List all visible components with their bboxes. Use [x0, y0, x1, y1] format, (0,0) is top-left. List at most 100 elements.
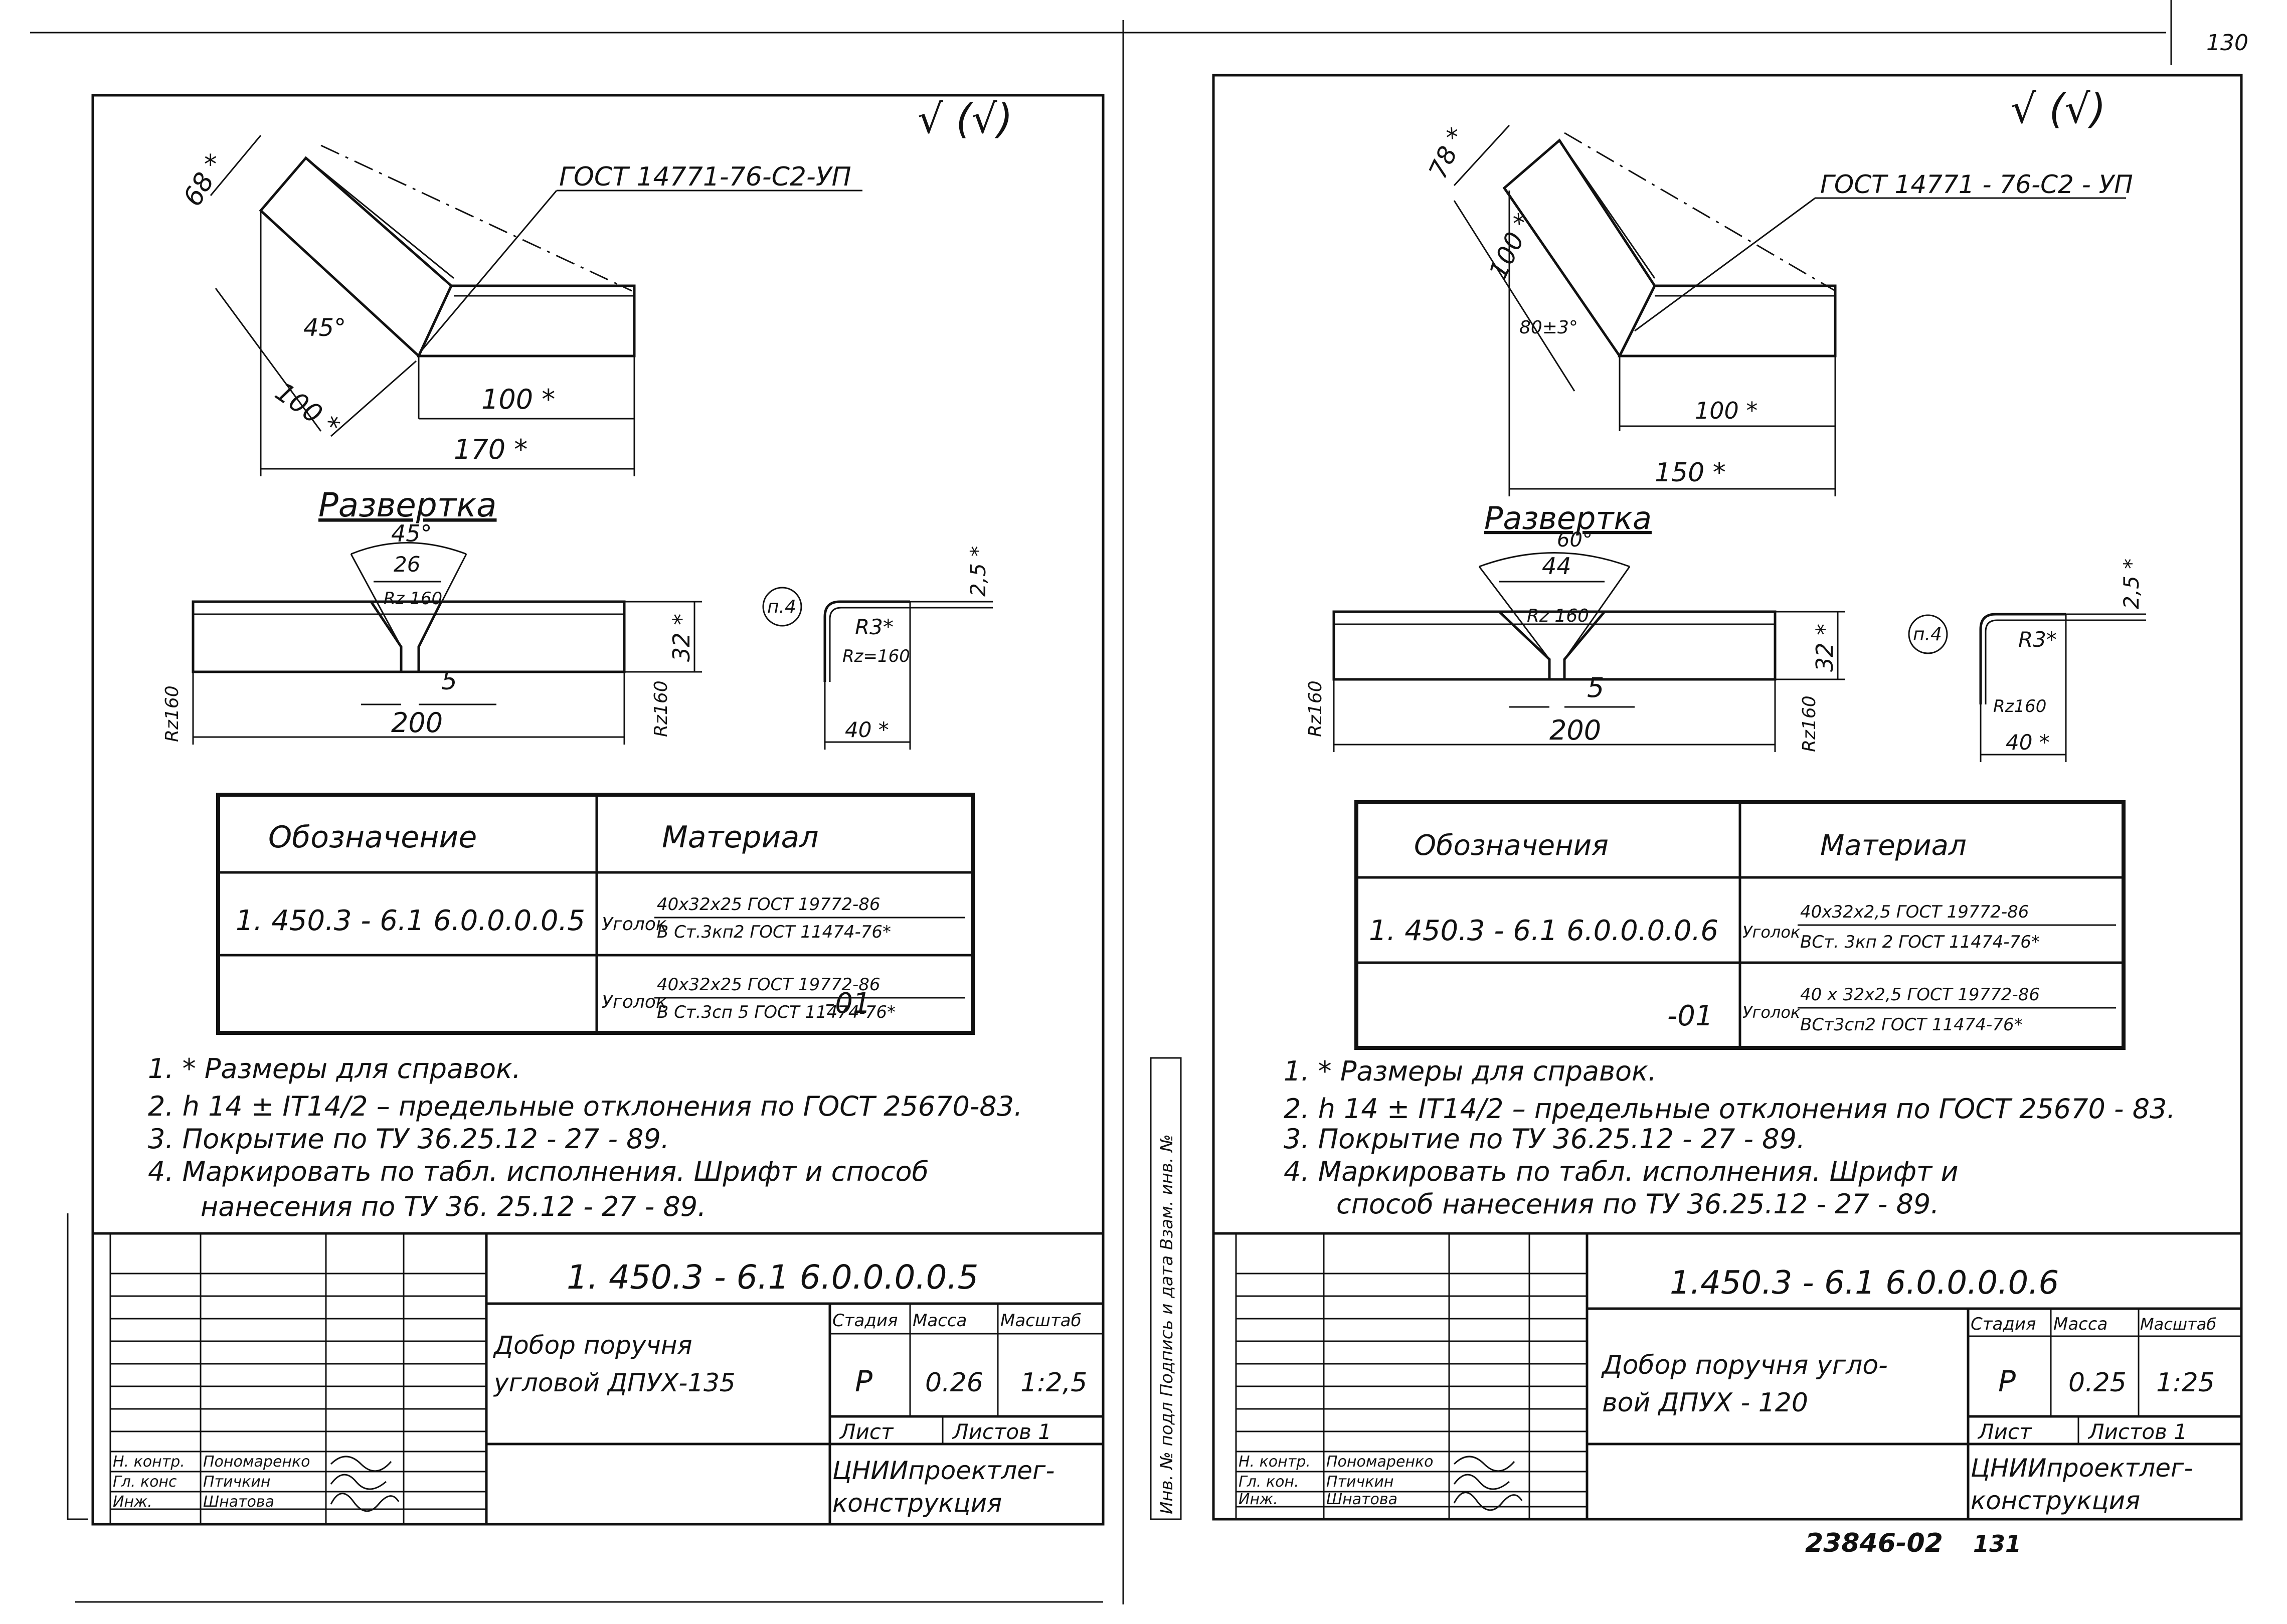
- note-4b: нанесения по ТУ 36. 25.12 - 27 - 89.: [201, 1191, 706, 1222]
- scale-header: Масштаб: [1000, 1311, 1082, 1331]
- row2-mat-bottom: ВСт3сп2 ГОСТ 11474-76*: [1800, 1015, 2023, 1035]
- org-line-1: ЦНИИпроектлег-: [832, 1456, 1054, 1485]
- title-block: Н. контр. Пономаренко Гл. конс Птичкин И…: [93, 1232, 1103, 1524]
- row1-code: 1. 450.3 - 6.1 6.0.0.0.0.6: [1369, 915, 1718, 947]
- development-view: Развертка 45° 26 Rz 160 5 200 32 * Rz160…: [162, 486, 702, 745]
- stage-value: Р: [855, 1364, 872, 1398]
- signature-2: [1453, 1474, 1510, 1490]
- sheet-frame: [1212, 74, 2243, 1521]
- mass-header: Масса: [913, 1311, 967, 1331]
- razvertka-label: Развертка: [1484, 500, 1652, 536]
- doc-code: 1. 450.3 - 6.1 6.0.0.0.0.5: [567, 1258, 978, 1297]
- detail-callout: [1908, 614, 1948, 654]
- note-4b: способ нанесения по ТУ 36.25.12 - 27 - 8…: [1336, 1188, 1939, 1220]
- dim-total: 170 *: [454, 434, 527, 465]
- row2-mat-name: Уголок: [1742, 1003, 1801, 1022]
- rz-right: Rz160: [1799, 695, 1820, 752]
- title-line-1: Добор поручня: [493, 1331, 692, 1360]
- height: 32 *: [668, 614, 695, 662]
- signature-1: [1453, 1456, 1515, 1472]
- dim-total: 150 *: [1655, 458, 1726, 488]
- row1-code: 1. 450.3 - 6.1 6.0.0.0.0.5: [236, 905, 585, 937]
- cut-width: 26: [394, 552, 420, 577]
- bottom-code: 23846-02: [1805, 1528, 1943, 1558]
- row2-code: -01: [1667, 1000, 1713, 1032]
- cut-angle: 60°: [1557, 528, 1593, 552]
- title-line-2: вой ДПУХ - 120: [1602, 1388, 1808, 1418]
- row2-mat-top: 40х32х25 ГОСТ 19772-86: [657, 975, 881, 995]
- table-header-designation: Обозначение: [268, 820, 477, 855]
- length: 200: [1549, 714, 1601, 746]
- dim-100: 100 *: [481, 384, 555, 415]
- doc-code: 1.450.3 - 6.1 6.0.0.0.0.6: [1670, 1265, 2059, 1302]
- detail-t: 2,5 *: [966, 546, 990, 597]
- gap: 5: [441, 666, 457, 695]
- height: 32 *: [1811, 624, 1838, 672]
- stage-header: Стадия: [1971, 1314, 2036, 1334]
- side-stamp-box: [1150, 1057, 1182, 1520]
- corner-page-number: 130: [2206, 30, 2248, 56]
- note-2: 2. h 14 ± IT14/2 – предельные отклонения…: [1284, 1093, 2176, 1125]
- rz-left: Rz160: [162, 685, 183, 742]
- angle-flange-left: [259, 156, 453, 358]
- name-1: Пономаренко: [203, 1453, 310, 1471]
- mass-header: Масса: [2053, 1314, 2107, 1334]
- note-3: 3. Покрытие по ТУ 36.25.12 - 27 - 89.: [1284, 1123, 1805, 1155]
- angle-view: 78 * 100 * 80±3° 100 * 150 * ГОСТ 14771 …: [1423, 123, 2133, 496]
- row2-mat-bottom: В Ст.3сп 5 ГОСТ 11474-76*: [657, 1002, 896, 1022]
- table-header-material: Материал: [1820, 829, 1967, 862]
- row2-code: -01: [825, 987, 870, 1020]
- rz-left: Rz160: [1305, 680, 1326, 737]
- detail-label: п.4: [1913, 624, 1942, 645]
- note-1: 1. * Размеры для справок.: [1284, 1055, 1657, 1087]
- org-line-1: ЦНИИпроектлег-: [1971, 1454, 2193, 1483]
- sheet-label: Лист: [1977, 1419, 2032, 1444]
- detail-w: 40 *: [2006, 730, 2050, 755]
- length: 200: [391, 707, 443, 739]
- role-3: Инж.: [1239, 1491, 1278, 1508]
- org-line-2: конструкция: [1971, 1486, 2140, 1515]
- table-header-designation: Обозначения: [1414, 829, 1609, 862]
- left-stub: [67, 1213, 88, 1520]
- role-1: Н. контр.: [1239, 1453, 1311, 1471]
- row2-mat-name: Уголок: [602, 992, 667, 1012]
- gost-leader-label: ГОСТ 14771-76-С2-УП: [559, 162, 851, 192]
- strip: [192, 600, 626, 673]
- row1-mat-bottom: В Ст.3кп2 ГОСТ 11474-76*: [657, 922, 891, 942]
- section-detail: п.4 R3* Rz=160 40 * 2,5 *: [762, 546, 993, 750]
- angle-45: 45°: [303, 314, 346, 342]
- gap: 5: [1587, 672, 1604, 703]
- gost-leader-label: ГОСТ 14771 - 76-С2 - УП: [1820, 170, 2133, 199]
- sheet-frame: [91, 94, 1105, 1526]
- role-2: Гл. кон.: [1239, 1473, 1299, 1491]
- angle-45: 80±3°: [1519, 317, 1578, 338]
- row1-mat-top: 40х32х25 ГОСТ 19772-86: [657, 894, 881, 915]
- rz-center: Rz 160: [1527, 606, 1589, 626]
- note-2: 2. h 14 ± IT14/2 – предельные отклонения…: [148, 1091, 1022, 1122]
- role-3: Инж.: [113, 1493, 152, 1511]
- name-2: Птичкин: [1326, 1473, 1394, 1491]
- signature-3: [330, 1493, 400, 1512]
- sheet-label: Лист: [839, 1419, 894, 1444]
- row1-mat-name: Уголок: [1742, 923, 1801, 942]
- angle-view: 68 * 100 * 45° 100 * 170 * ГОСТ 14771-76…: [178, 135, 862, 476]
- sheet-left: √ (√) 68 * 100 * 45° 100 * 170 * ГОСТ 14…: [91, 94, 1105, 1526]
- note-4a: 4. Маркировать по табл. исполнения. Шриф…: [148, 1156, 929, 1187]
- notes: 1. * Размеры для справок. 2. h 14 ± IT14…: [148, 1053, 1022, 1222]
- scale-value: 1:2,5: [1020, 1368, 1087, 1398]
- title-line-1: Добор поручня угло-: [1601, 1350, 1888, 1380]
- table-header-material: Материал: [662, 820, 819, 855]
- role-1: Н. контр.: [113, 1453, 185, 1471]
- row2-mat-top: 40 х 32х2,5 ГОСТ 19772-86: [1800, 985, 2040, 1005]
- roughness-mark: √ (√): [918, 96, 1013, 142]
- bottom-page: 131: [1973, 1530, 2021, 1557]
- title-block: Н. контр. Пономаренко Гл. кон. Птичкин И…: [1213, 1232, 2241, 1519]
- development-view: Развертка 60° 44 Rz 160 5 200 32 * Rz160…: [1305, 500, 1845, 752]
- title-line-2: угловой ДПУХ-135: [493, 1368, 736, 1397]
- material-table: Обозначение Материал 1. 450.3 - 6.1 6.0.…: [216, 793, 975, 1035]
- rz-right: Rz160: [651, 680, 671, 737]
- detail-profile: [823, 600, 910, 682]
- signature-2: [330, 1474, 387, 1490]
- org-line-2: конструкция: [832, 1489, 1002, 1518]
